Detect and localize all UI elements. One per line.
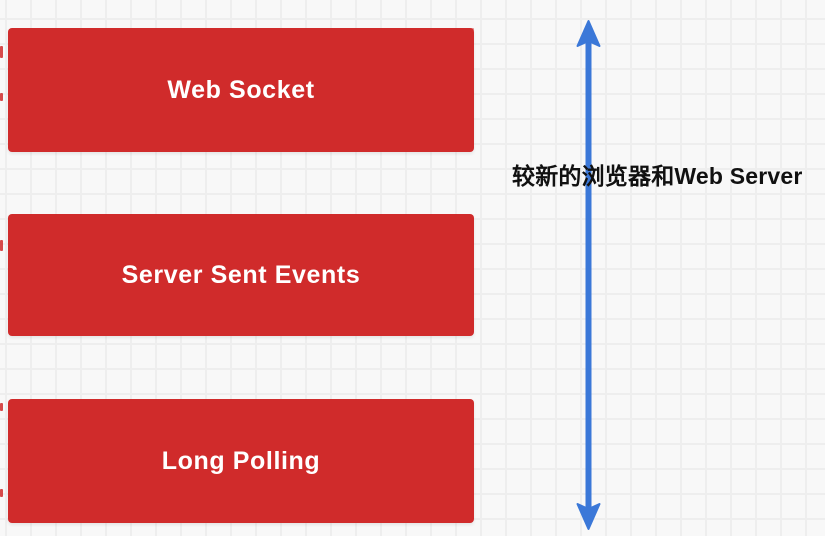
sketch-stroke-artifact [430, 28, 474, 31]
sketch-stroke-artifact [0, 240, 3, 251]
node-web-socket: Web Socket [8, 28, 474, 152]
annotation-text: 较新的浏览器和Web Server [512, 163, 803, 189]
node-web-socket-label: Web Socket [167, 75, 315, 104]
node-server-sent-events-label: Server Sent Events [121, 260, 361, 289]
node-server-sent-events: Server Sent Events [8, 214, 474, 336]
node-long-polling-label: Long Polling [161, 446, 321, 475]
sketch-stroke-artifact [0, 46, 3, 58]
node-long-polling: Long Polling [8, 399, 474, 523]
sketch-stroke-artifact [0, 489, 3, 497]
sketch-stroke-artifact [0, 93, 3, 101]
sketch-stroke-artifact [0, 403, 3, 411]
